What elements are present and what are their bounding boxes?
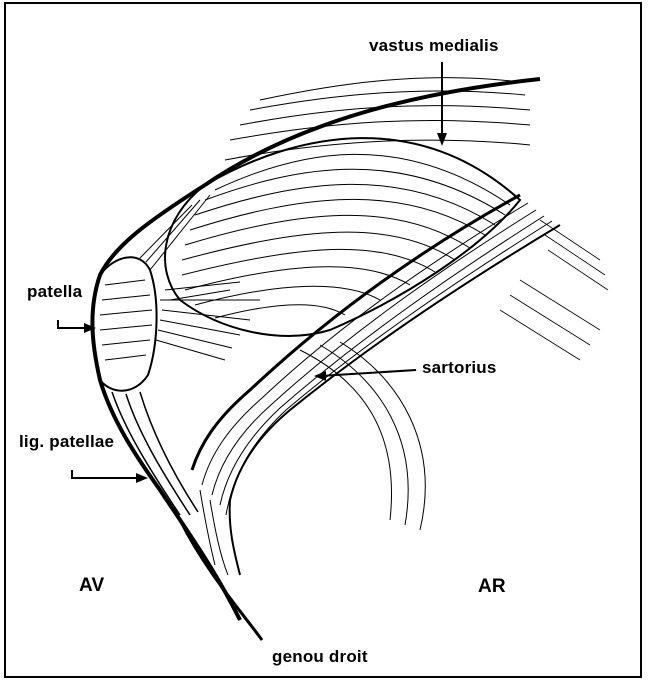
patellar-ligament <box>112 392 198 515</box>
patella-shading <box>100 280 152 360</box>
vastus-medialis-shape <box>165 138 520 336</box>
pointer-arrowheads <box>84 133 447 483</box>
arrowhead-sartorius <box>314 371 326 381</box>
sartorius-upper-edge <box>192 195 520 470</box>
label-sartorius: sartorius <box>422 358 497 378</box>
pointer-lig-patellae <box>72 470 140 478</box>
thigh-outer-contour <box>205 79 540 185</box>
caption-genou-droit: genou droit <box>272 647 368 667</box>
label-vastus-medialis: vastus medialis <box>369 36 499 56</box>
arrowhead-lig-patellae <box>136 473 148 483</box>
pointer-patella <box>58 320 88 328</box>
label-av: AV <box>79 575 104 597</box>
patella-shape <box>93 257 157 390</box>
label-patella: patella <box>27 282 82 302</box>
tendon-fibers <box>140 195 260 360</box>
label-ar: AR <box>478 576 506 598</box>
arrowhead-vastus-medialis <box>437 133 447 146</box>
label-lig-patellae: lig. patellae <box>19 432 114 452</box>
upper-right-hatching <box>500 220 608 360</box>
